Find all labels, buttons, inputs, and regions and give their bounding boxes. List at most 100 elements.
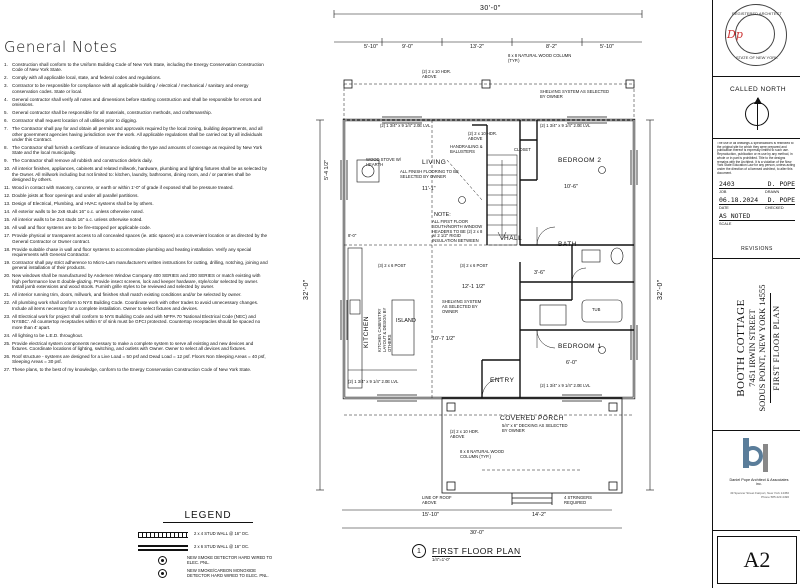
porch-note: 5/4" x 6" DECKING AS SELECTED BY OWNER: [502, 423, 568, 433]
room-bedroom-2: BEDROOM 2: [558, 157, 602, 164]
lvl-callout: (2) 1 3/4" x 9 1/4" 2.0E LVL: [540, 123, 591, 128]
header-callout: (2) 2 x 10 HDR. ABOVE: [468, 131, 498, 141]
dim-label: 14'-2": [532, 512, 547, 518]
note-item: Contractor to be responsible for complia…: [4, 83, 249, 94]
dim-label: 6'-0": [566, 360, 577, 366]
dim-label: 10'-6": [564, 184, 579, 190]
note-item: Contractor shall request location of all…: [4, 118, 138, 124]
overall-width-dim: 30'-0": [470, 530, 485, 536]
note-item: The Contractor shall furnish a certifica…: [4, 145, 262, 156]
dim-label: 13'-2": [470, 44, 485, 50]
sheet-number: A2: [717, 536, 797, 584]
island-label: ISLAND: [396, 318, 416, 324]
note-item: General contractor shall verify all note…: [4, 96, 262, 108]
notes-list: Construction shall conform to the Unifor…: [4, 62, 270, 373]
dim-label: 10'-7 1/2": [432, 336, 456, 342]
note-item: Provide electrical system components nec…: [4, 340, 254, 351]
legend-item: NEW SMOKE/CARBON MONOXIDE DETECTOR HARD …: [138, 568, 278, 579]
post-callout: (3) 2 x 6 POST: [460, 263, 488, 268]
note-item: New windows shall be manufactured by And…: [4, 273, 261, 290]
called-north-label: CALLED NORTH: [729, 86, 787, 93]
plan-scale: 1/4"=1'-0": [432, 557, 451, 562]
revisions-label: REVISIONS: [741, 246, 773, 252]
dim-label: 5'-10": [364, 44, 379, 50]
dim-label: 9'-0": [402, 44, 413, 50]
room-bath: BATH: [558, 241, 577, 248]
notes-title: General Notes: [4, 38, 118, 56]
room-hall: HALL: [504, 235, 523, 242]
note-item: All interior running trim, doors, millwo…: [4, 292, 242, 298]
note-item: Construction shall conform to the Unifor…: [4, 62, 264, 73]
lvl-callout: (2) 1 3/4" x 9 1/4" 2.0E LVL: [380, 123, 431, 128]
date-row: 06.18.2024 D. POPE: [719, 196, 795, 205]
note-item: All lighting to be L.E.D. throughout.: [4, 332, 83, 339]
legend-title: LEGEND: [163, 510, 253, 523]
kitchen-note: KITCHEN CABINETRY LAYOUT & DESIGN BY OTH…: [377, 307, 392, 352]
column-callout: 8 x 8 NATURAL WOOD COLUMN (TYP.): [508, 53, 572, 63]
note-item: These plans, to the best of my knowledge…: [4, 367, 252, 373]
project-city: SODUS POINT, NEW YORK 14555: [757, 284, 767, 412]
scale-row: AS NOTED: [719, 212, 795, 221]
note-item: All interior finishes, appliances, cabin…: [4, 166, 268, 183]
column-callout: 8 x 8 NATURAL WOOD COLUMN (TYP.): [460, 449, 504, 459]
note-item: Design of Electrical, Plumbing, and HVAC…: [4, 201, 154, 207]
firm-name: Daniel Pope Architect & Associates inc.: [729, 478, 789, 486]
stud-wall-2x4-symbol: [138, 531, 188, 538]
dim-label: 5'-10": [600, 44, 615, 50]
floor-plan: 30'-0" 5'-10" 9'-0" 13'-2" 8'-2" 5'-10" …: [282, 0, 702, 588]
stove-label: WOOD STOVE W/ HEARTH: [366, 157, 402, 167]
north-arrow-icon: [745, 97, 769, 130]
closet-label: CLOSET: [514, 147, 531, 152]
job-row: 2403 D. POPE: [719, 180, 795, 189]
legend-item: 2 x 6 STUD WALL @ 16" OC.: [138, 542, 278, 553]
post-callout: (3) 2 x 6 POST: [378, 263, 406, 268]
note-item: Contractor shall pay strict adherence to…: [4, 260, 268, 271]
room-living: LIVING: [422, 159, 447, 166]
smoke-detector-icon: [158, 556, 167, 565]
note-item: Roof structure - systems are designed fo…: [4, 353, 266, 365]
overall-width-dim: 30'-0": [480, 5, 501, 12]
room-covered-porch: COVERED PORCH: [500, 415, 564, 422]
room-entry: ENTRY: [490, 377, 515, 384]
window-header-note: ALL FIRST FLOOR SOUTH/NORTH WINDOW HEADE…: [432, 219, 483, 244]
note-item: Provide suitable chase in wall and floor…: [4, 246, 252, 258]
overall-depth-dim: 32'-0": [657, 279, 664, 300]
shelving-callout: SHELVING SYSTEM AS SELECTED BY OWNER: [540, 89, 610, 99]
tub-label: TUB: [592, 307, 601, 312]
roof-line-callout: LINE OF ROOF ABOVE: [422, 495, 452, 505]
note-item: The Contractor shall remove all rubbish …: [4, 158, 153, 164]
shelving-callout: SHELVING SYSTEM AS SELECTED BY OWNER: [442, 299, 482, 314]
room-kitchen: KITCHEN: [363, 315, 370, 348]
note-item: Comply with all applicable local, state,…: [4, 75, 162, 81]
flooring-note: ALL FINISH FLOORING TO BE SELECTED BY OW…: [400, 169, 459, 179]
note-item: All Electrical work for project shall co…: [4, 313, 261, 330]
dim-label: 3'-6": [534, 270, 545, 276]
dim-label: 8'-0": [348, 233, 357, 238]
stringers-callout: 4 STRINGERS REQUIRED: [564, 495, 592, 505]
note-item: All wall and floor systems are to be fir…: [4, 225, 151, 231]
note-item: Double joists at floor openings and unde…: [4, 193, 139, 199]
overall-depth-dim: 32'-0": [303, 279, 310, 300]
legend-item: 2 x 4 STUD WALL @ 16" OC.: [138, 529, 278, 540]
dim-label: 8'-2": [546, 44, 557, 50]
co-detector-icon: [158, 569, 167, 578]
lvl-callout: (2) 1 3/4" x 9 1/4" 2.0E LVL: [540, 383, 591, 388]
note-item: All exterior walls to be 2x6 studs 16" o…: [4, 209, 144, 215]
signature: Dp: [727, 28, 743, 41]
note-item: Provide physical or transparent access t…: [4, 233, 268, 244]
project-address: 7451 IRWIN STREET: [747, 309, 757, 387]
handrail-callout: HANDRAILING & BALUSTERS: [450, 144, 483, 154]
legend-item: NEW SMOKE DETECTOR HARD WIRED TO ELEC. P…: [138, 555, 278, 566]
plan-title: 1 FIRST FLOOR PLAN 1/4"=1'-0": [412, 544, 521, 562]
copyright-disclaimer: The use of all drawings & specifications…: [717, 142, 796, 175]
project-info: BOOTH COTTAGE 7451 IRWIN STREET SODUS PO…: [729, 268, 787, 428]
firm-logo-icon: [743, 438, 768, 472]
dim-label: 11'-1": [422, 186, 436, 192]
lvl-callout: (2) 1 3/4" x 9 1/4" 2.0E LVL: [348, 379, 399, 384]
firm-address: 49 Spencer Street Fairport, New York 144…: [730, 491, 789, 499]
dim-label: 12'-1 1/2": [462, 284, 486, 290]
dim-label: 5'-4 1/2": [324, 159, 330, 180]
plan-title-text: FIRST FLOOR PLAN: [432, 545, 521, 557]
header-callout: (2) 2 x 10 HDR. ABOVE: [422, 69, 452, 79]
room-bedroom-1: BEDROOM 1: [558, 343, 602, 350]
